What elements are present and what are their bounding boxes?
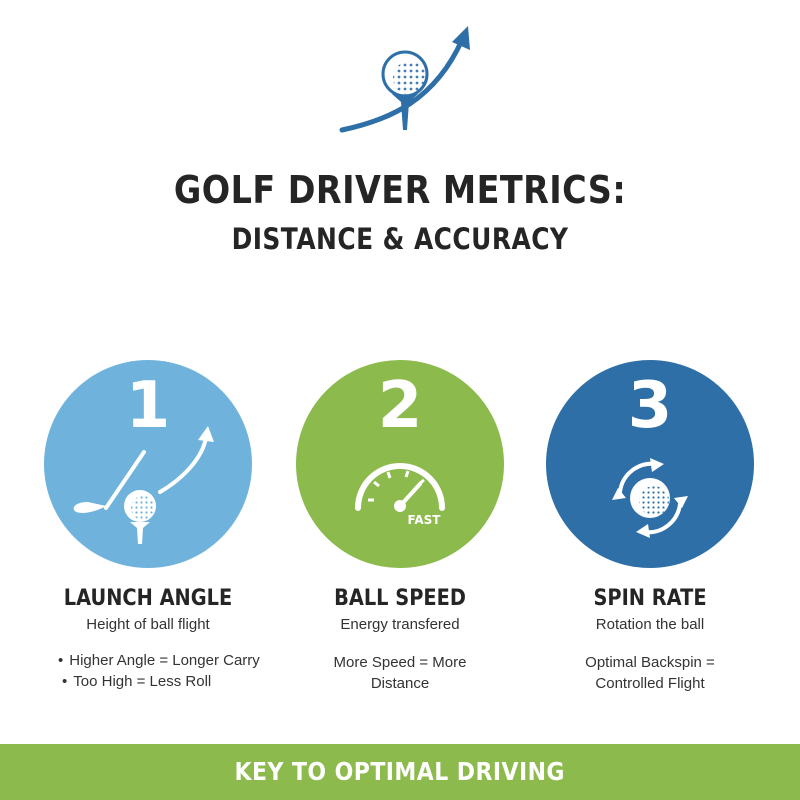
metric-number: 1 xyxy=(125,369,171,443)
spinning-ball-icon xyxy=(612,458,688,538)
metric-note: More Speed = More Distance xyxy=(280,652,520,694)
golf-ball-tee-arrow-icon xyxy=(339,26,470,133)
speedometer-icon: FAST xyxy=(355,463,445,527)
metric-description: Energy transfered xyxy=(340,616,460,633)
metric-spin-rate: 3 SPIN RATE Rotation the ball Optimal Ba… xyxy=(530,360,770,700)
note-line: Optimal Backspin = xyxy=(585,654,715,671)
metric-description: Height of ball flight xyxy=(86,616,210,633)
metric-name: BALL SPEED xyxy=(334,586,466,611)
metric-ball-speed: 2 FAST BALL SPEED Energy transfered More… xyxy=(280,360,520,700)
page-subtitle: DISTANCE & ACCURACY xyxy=(231,222,569,256)
footer-banner: KEY TO OPTIMAL DRIVING xyxy=(0,744,800,800)
metric-circle: 3 xyxy=(546,360,754,568)
bullet-item: Too High = Less Roll xyxy=(58,671,278,692)
metric-launch-angle: 1 LAUNCH ANGLE Height of ball flight Hig… xyxy=(28,360,268,700)
metric-number: 2 xyxy=(377,369,423,443)
metric-circle: 1 xyxy=(44,360,252,568)
metric-circle: 2 FAST xyxy=(296,360,504,568)
note-line: Distance xyxy=(370,675,430,692)
note-line: More Speed = More xyxy=(333,654,467,671)
metric-name: LAUNCH ANGLE xyxy=(63,586,233,611)
metric-bullets: Higher Angle = Longer Carry Too High = L… xyxy=(58,650,278,692)
club-ball-arrow-icon xyxy=(73,426,214,544)
metric-name: SPIN RATE xyxy=(593,586,707,611)
metric-number: 3 xyxy=(627,369,673,443)
note-line: Controlled Flight xyxy=(595,675,705,692)
gauge-label: FAST xyxy=(408,513,442,527)
page-title: GOLF DRIVER METRICS: xyxy=(173,168,627,212)
footer-label: KEY TO OPTIMAL DRIVING xyxy=(234,757,566,786)
metric-note: Optimal Backspin = Controlled Flight xyxy=(530,652,770,694)
metric-description: Rotation the ball xyxy=(595,616,705,633)
bullet-item: Higher Angle = Longer Carry xyxy=(58,650,278,671)
